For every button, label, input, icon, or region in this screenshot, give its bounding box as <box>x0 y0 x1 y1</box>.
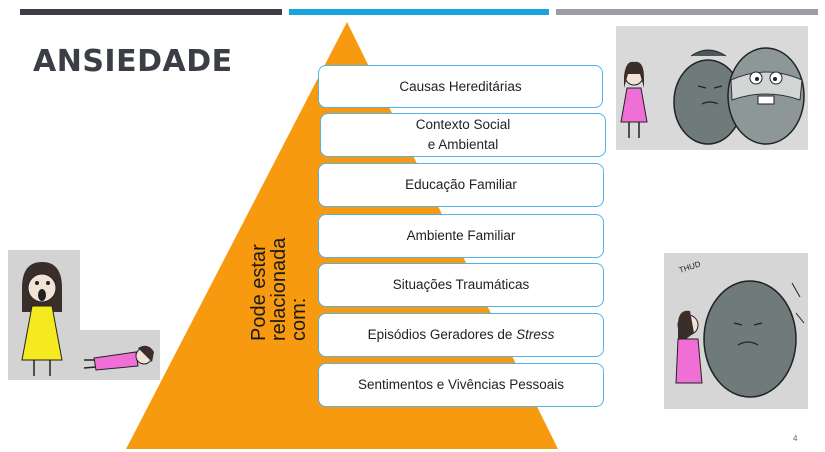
factor-box-causas-hereditarias: Causas Hereditárias <box>318 65 603 108</box>
slide-title: ANSIEDADE <box>33 44 233 79</box>
header-bar-dark <box>20 9 282 15</box>
page-number: 4 <box>793 434 798 443</box>
factor-label: Episódios Geradores de Stress <box>367 327 555 342</box>
side-label-line-2: relacionada <box>268 237 290 341</box>
factor-label: Ambiente Familiar <box>406 228 516 243</box>
factor-box-episodios-stress: Episódios Geradores de Stress <box>318 313 604 357</box>
factor-box-contexto-social: Contexto Social e Ambiental <box>320 113 606 157</box>
header-bar-blue <box>289 9 549 15</box>
factor-box-sentimentos-vivencias: Sentimentos e Vivências Pessoais <box>318 363 604 407</box>
factor-label-line-2: e Ambiental <box>427 137 499 152</box>
factor-box-educacao-familiar: Educação Familiar <box>318 163 604 207</box>
header-bar-gray <box>556 9 818 15</box>
factor-label: Sentimentos e Vivências Pessoais <box>357 377 565 392</box>
comic-image-rocks <box>616 26 808 150</box>
comic-image-scream <box>8 250 80 380</box>
factor-label: Causas Hereditárias <box>399 78 522 94</box>
comic-image-lying-girl <box>80 330 160 380</box>
factor-box-situacoes-traumaticas: Situações Traumáticas <box>318 263 604 307</box>
italic-word: Stress <box>516 327 555 342</box>
side-label-line-1: Pode estar <box>248 244 270 341</box>
factor-label: Situações Traumáticas <box>392 277 530 292</box>
comic-image-thud: THUD <box>664 253 808 409</box>
factor-label-line-1: Contexto Social <box>415 117 511 132</box>
factor-box-ambiente-familiar: Ambiente Familiar <box>318 214 604 258</box>
side-label-line-3: com: <box>288 297 310 341</box>
factor-label: Educação Familiar <box>405 177 517 192</box>
pyramid-side-label: Pode estar relacionada com: <box>248 151 313 341</box>
